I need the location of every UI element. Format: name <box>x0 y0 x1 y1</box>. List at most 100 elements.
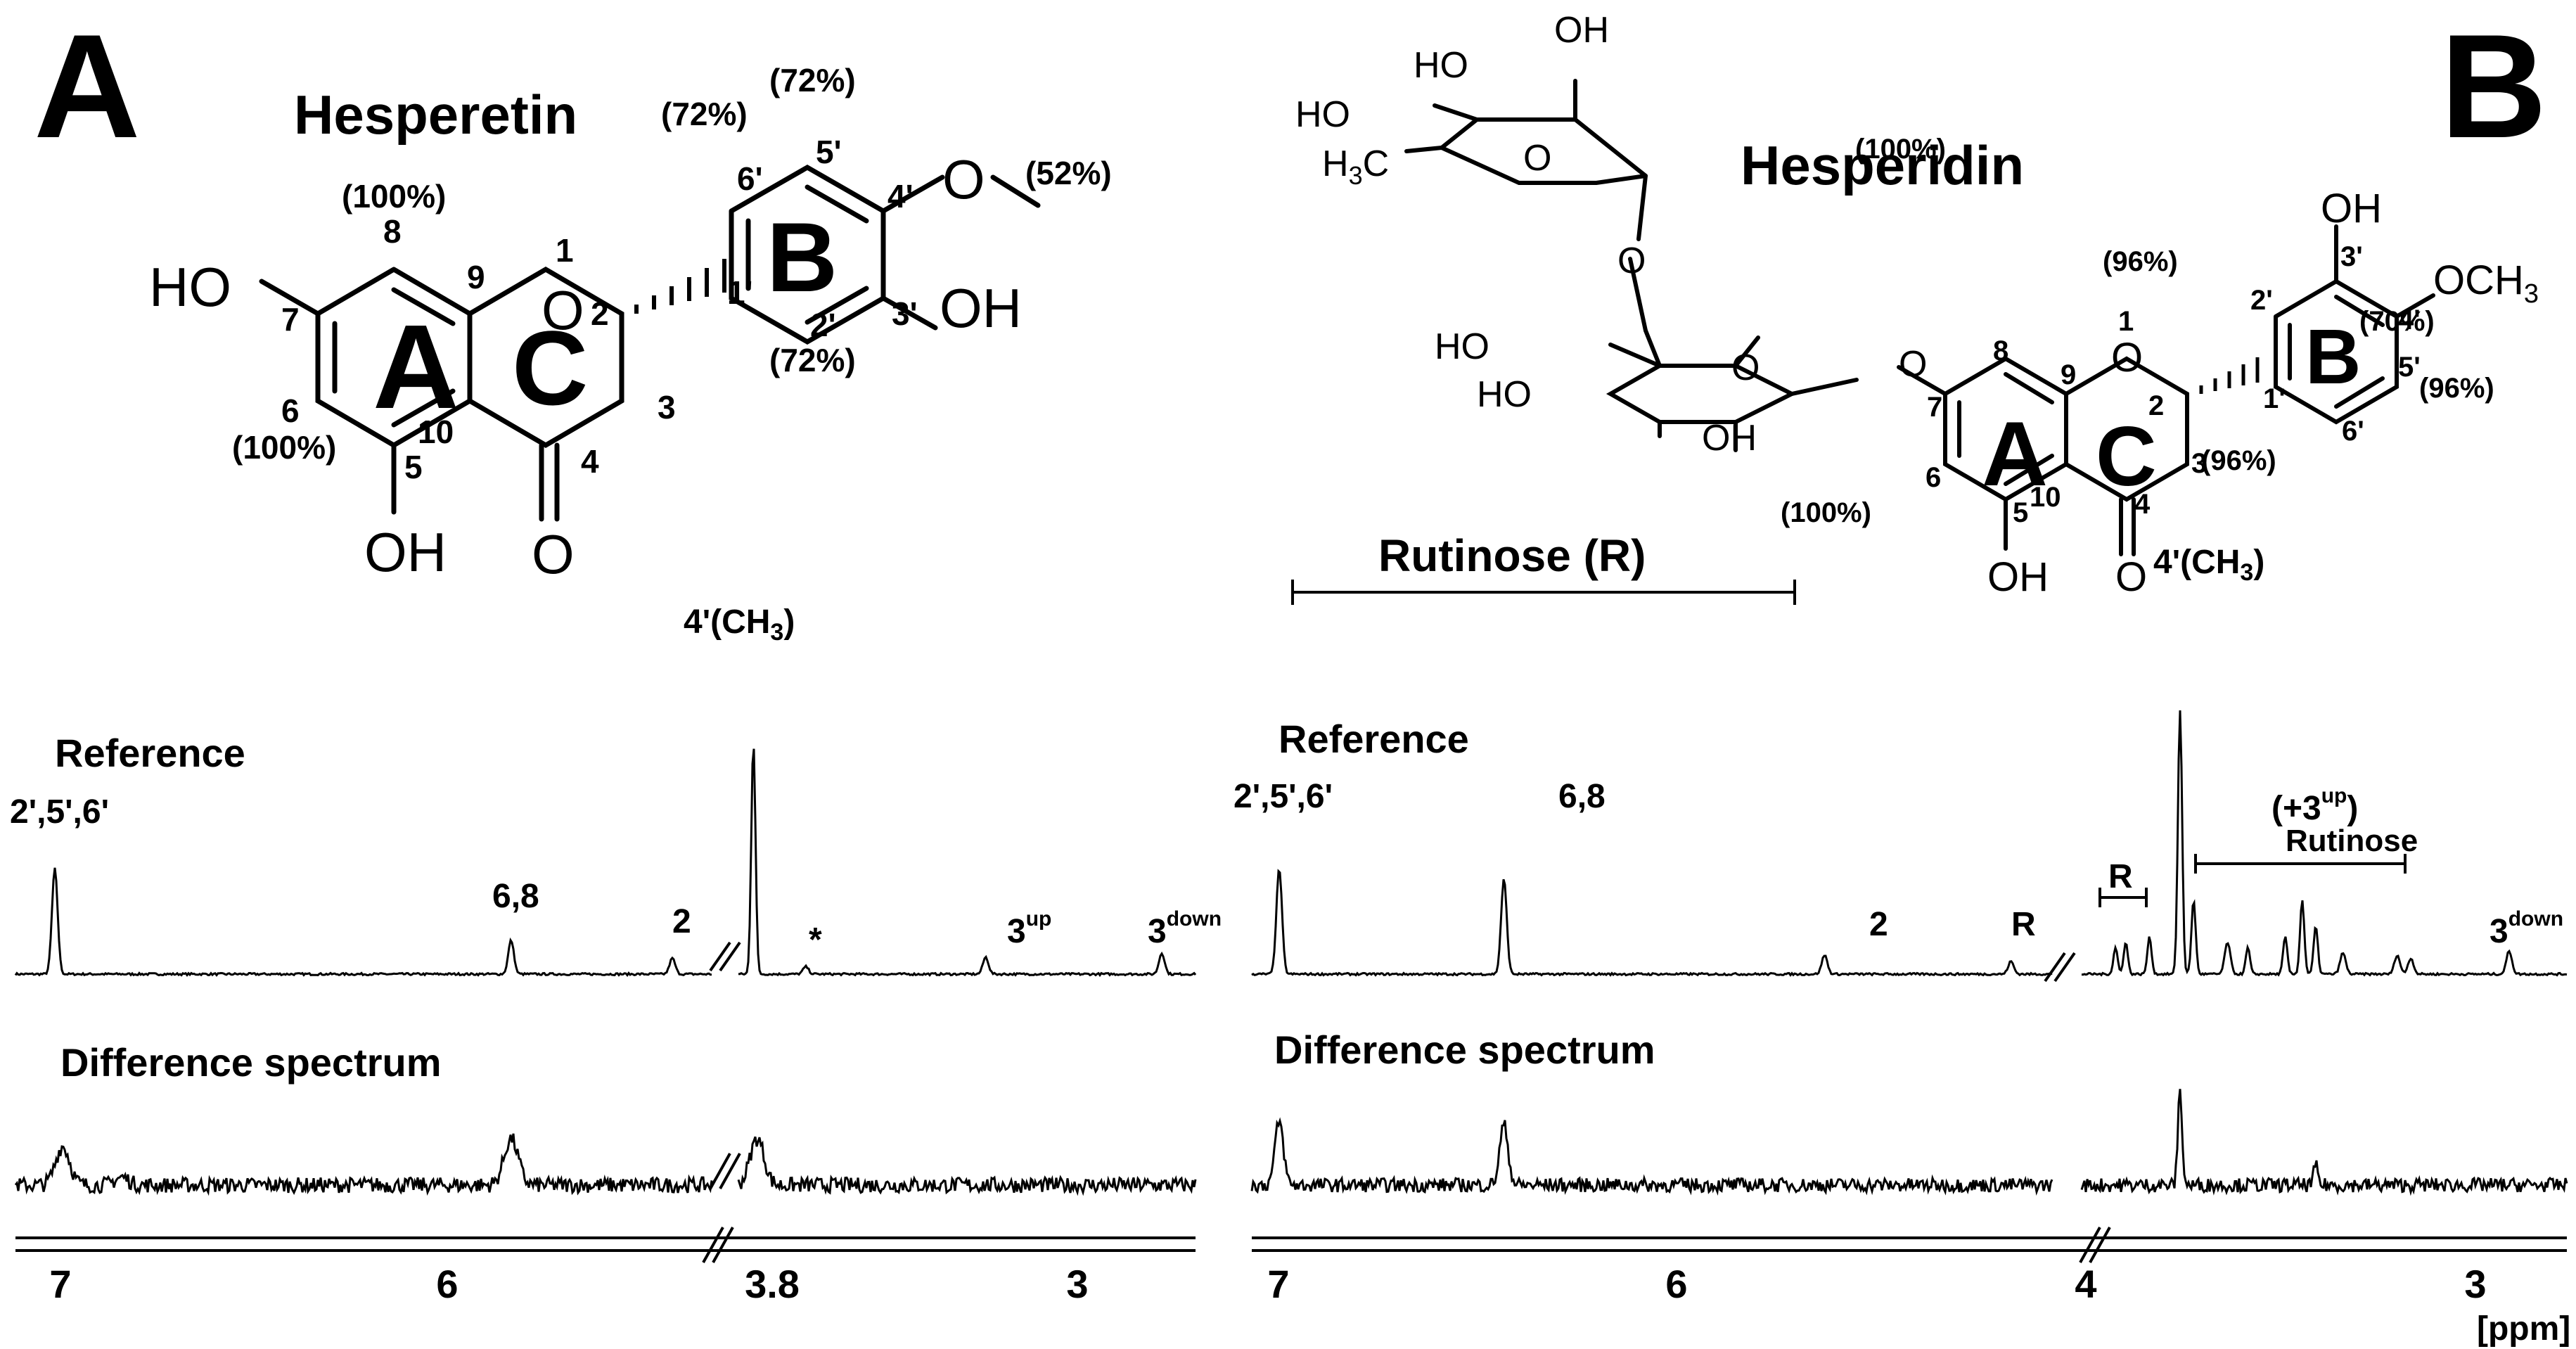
x-axis-b <box>1252 1236 2567 1252</box>
diff-trace-a-segment-0 <box>14 1133 713 1196</box>
n1p-a: 1' <box>727 274 753 311</box>
tick-b-7: 7 <box>1267 1262 1289 1306</box>
n1-a: 1 <box>556 232 574 269</box>
rham-oh: OH <box>1554 10 1609 51</box>
peak-label-3down-a: 3down <box>1148 907 1222 950</box>
ring-c-label-b: C <box>2096 409 2157 504</box>
n4-a: 4 <box>581 443 599 480</box>
hesperidin-labels: A C B O 1 2 3 4 5 6 7 8 9 10 1' 2' 3' 4'… <box>1295 10 2539 600</box>
peak-label-plus3up-b: (+3up) <box>2271 784 2358 827</box>
n4p-a: 4' <box>887 178 914 215</box>
o1-a: O <box>542 279 584 341</box>
hesperidin-structure <box>1404 79 2435 556</box>
peak-label-ch3-a: 4'(CH3) <box>684 603 795 646</box>
rham-ho2: HO <box>1295 94 1350 135</box>
panel-a-spectrum-labels: Reference Difference spectrum 2',5',6' 6… <box>10 603 1222 1085</box>
hesperetin-wedge <box>634 259 726 314</box>
o4p-a: O <box>942 148 985 210</box>
glc-ho2: HO <box>1477 374 1532 415</box>
o1-b: O <box>2111 335 2143 381</box>
ring-b-label-b: B <box>2305 314 2361 400</box>
x-axis-unit-label: [ppm] <box>2477 1310 2570 1348</box>
ref-trace-a-segment-1 <box>738 748 1197 978</box>
sat-me-b: (70%) <box>2359 306 2435 337</box>
n9-b: 9 <box>2061 359 2076 390</box>
n10-b: 10 <box>2030 482 2061 513</box>
diff-trace-b-segment-0 <box>1250 1117 2053 1196</box>
tick-a-7: 7 <box>49 1262 71 1306</box>
n10-a: 10 <box>418 414 454 450</box>
sat-2p-a: (72%) <box>769 342 856 378</box>
panel-letter-b: B <box>2440 4 2547 169</box>
sat-8-a: (100%) <box>342 178 446 215</box>
series-label-reference-b: Reference <box>1279 717 1469 761</box>
ref-trace-b-segment-0 <box>1251 869 2053 977</box>
n6p-b: 6' <box>2342 416 2364 447</box>
ho7-a: HO <box>149 256 231 318</box>
n5p-b: 5' <box>2398 352 2421 383</box>
ring-a-label-a: A <box>373 300 459 434</box>
n4-b: 4 <box>2134 489 2151 520</box>
peak-label-aromatic-b: 2',5',6' <box>1233 778 1333 815</box>
n3p-a: 3' <box>892 295 918 332</box>
o7-b: O <box>1899 344 1927 385</box>
peak-label-2-b: 2 <box>1869 906 1888 943</box>
oh3p-a: OH <box>940 277 1022 339</box>
spectra-layer <box>14 710 2568 1196</box>
n6-b: 6 <box>1925 462 1941 493</box>
sat-5p-b: (96%) <box>2419 373 2494 404</box>
peak-label-2-a: 2 <box>672 903 691 940</box>
sat-me-a: (52%) <box>1025 155 1112 191</box>
x-axis-a <box>15 1236 1196 1252</box>
n4p-b: 4' <box>2398 305 2421 335</box>
rham-ho1: HO <box>1414 45 1468 86</box>
compound-name-hesperidin: Hesperidin <box>1741 134 2024 196</box>
sat-6p-b: (96%) <box>2201 445 2276 476</box>
oh3p-b: OH <box>2321 186 2382 231</box>
n5-b: 5 <box>2013 497 2028 528</box>
peak-label-3up-a: 3up <box>1007 907 1051 950</box>
o4-b: O <box>2115 554 2147 600</box>
ref-trace-b-segment-1 <box>2081 710 2568 977</box>
panel-b-spectrum-labels: Reference Difference spectrum 2',5',6' 6… <box>1233 544 2563 1072</box>
series-label-reference-a: Reference <box>55 731 245 775</box>
rham-o: O <box>1523 138 1551 179</box>
glc-oh: OH <box>1702 418 1757 459</box>
sat-8-b: (100%) <box>1855 134 1946 165</box>
peak-label-r2-b: R <box>2108 858 2133 895</box>
tick-a-3: 3 <box>1066 1262 1088 1306</box>
x-tick-labels: 7 6 3.8 3 7 6 4 3 <box>49 1262 2486 1306</box>
glc-o: O <box>1731 347 1760 388</box>
ring-a-label-b: A <box>1982 402 2048 505</box>
n1-b: 1 <box>2118 306 2134 337</box>
peak-label-ch3-b: 4'(CH3) <box>2153 544 2264 586</box>
o4-a: O <box>532 523 575 585</box>
panel-b-bracket-marks <box>2098 854 2407 907</box>
n3-b: 3 <box>2191 448 2207 479</box>
tick-b-4: 4 <box>2075 1262 2096 1306</box>
sat-6-a: (100%) <box>232 429 336 466</box>
hesperetin-structure <box>259 164 1041 522</box>
diff-trace-b-segment-1 <box>2080 1089 2568 1196</box>
n5-a: 5 <box>404 449 423 485</box>
ref-trace-a-segment-0 <box>14 867 712 978</box>
ring-c-label-a: C <box>512 309 588 427</box>
rutinose-r-label: Rutinose (R) <box>1378 530 1646 581</box>
hesperidin-wedge <box>2199 357 2260 394</box>
diff-trace-a-segment-1 <box>737 1136 1197 1196</box>
n2p-a: 2' <box>810 307 836 343</box>
n2-b: 2 <box>2148 390 2164 421</box>
n6p-a: 6' <box>737 160 763 197</box>
sat-6-b: (100%) <box>1781 497 1871 528</box>
tick-b-3: 3 <box>2464 1262 2486 1306</box>
n9-a: 9 <box>467 259 485 295</box>
n3p-b: 3' <box>2340 241 2363 272</box>
peak-label-3down-b: 3down <box>2490 907 2563 950</box>
oh5-b: OH <box>1987 554 2049 600</box>
n7-b: 7 <box>1927 392 1942 423</box>
n1p-b: 1' <box>2263 383 2286 414</box>
tick-a-6: 6 <box>436 1262 458 1306</box>
n7-a: 7 <box>281 301 300 338</box>
n2p-b: 2' <box>2250 285 2273 316</box>
